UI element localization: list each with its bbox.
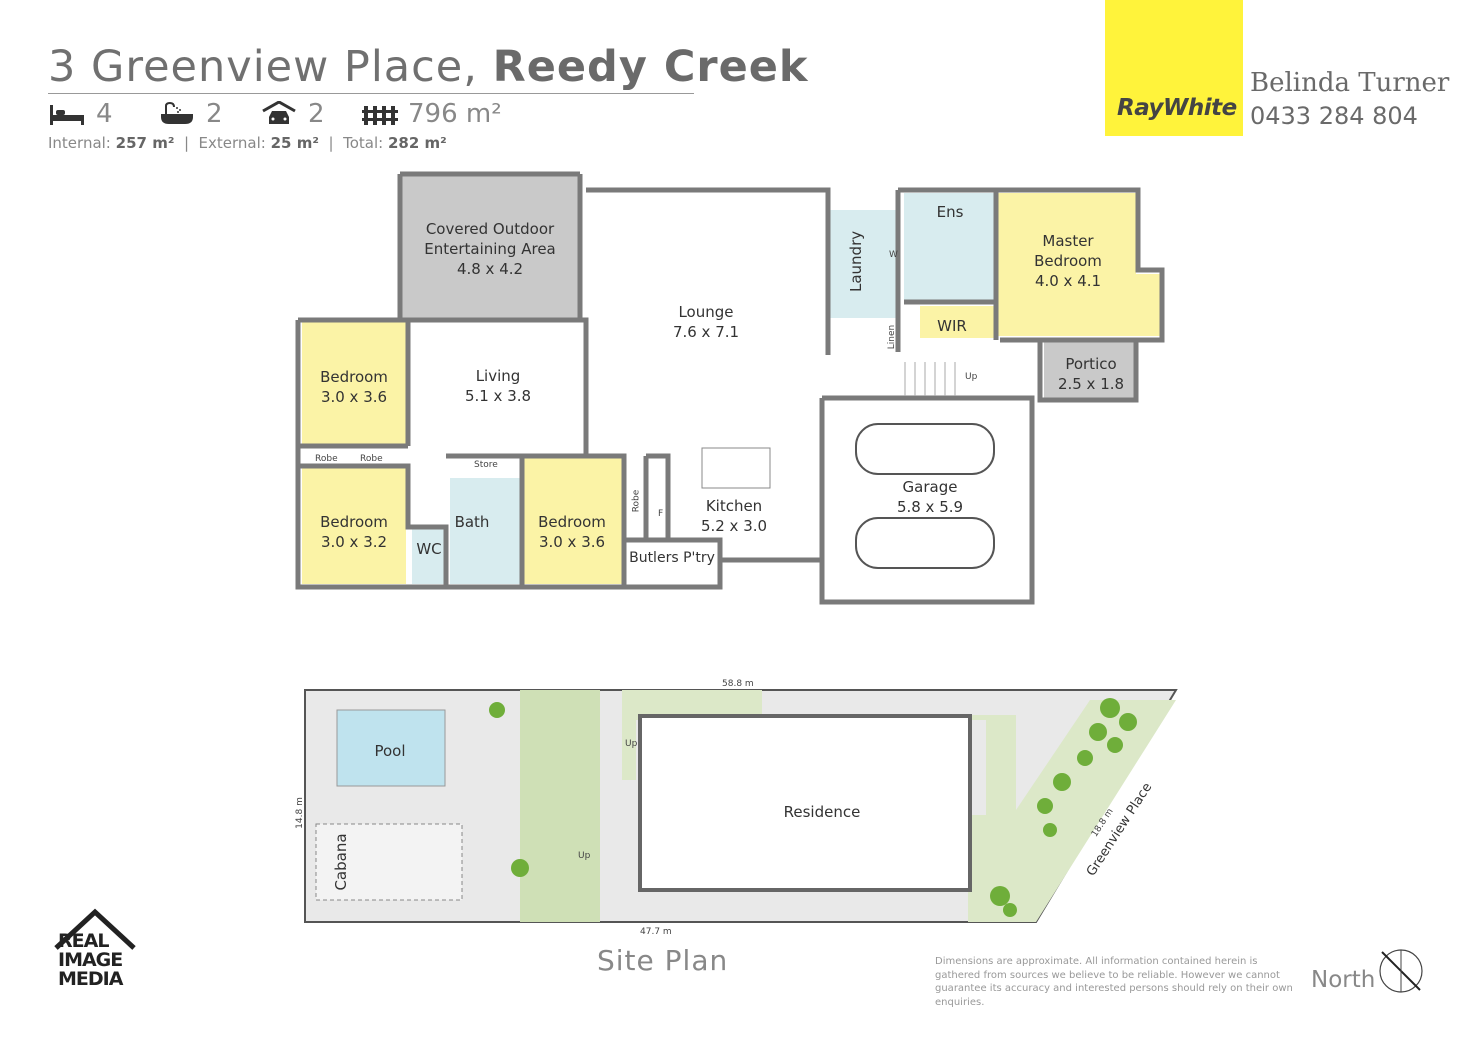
up-label: Up (578, 851, 591, 861)
store-label: Store (474, 460, 498, 470)
north-arrow-icon (1379, 949, 1423, 993)
butlers-pantry-label: Butlers P'try (629, 550, 715, 566)
dimension-bottom: 47.7 m (640, 927, 672, 937)
cabana-label: Cabana (332, 833, 350, 891)
ray-white-logo: RayWhite (1117, 95, 1237, 121)
separator: | (183, 134, 189, 152)
stairs (904, 362, 956, 396)
walls (295, 171, 1165, 605)
agent-phone: 0433 284 804 (1250, 102, 1418, 130)
site-plan-title: Site Plan (597, 944, 729, 977)
dimension-top: 58.8 m (722, 679, 754, 689)
up-label: Up (625, 739, 638, 749)
stairs-up-label: Up (965, 372, 978, 382)
pool-shape (336, 709, 446, 787)
address-suburb: Reedy Creek (492, 42, 809, 92)
robe-label: Robe (360, 454, 383, 464)
washer-label: W (889, 250, 898, 260)
land-size: 796 m² (408, 99, 502, 129)
garage-icon (262, 101, 296, 124)
bedrooms-stat: 4 (48, 98, 113, 130)
fridge-label: F (658, 509, 664, 519)
lawn (520, 690, 600, 922)
address-street: 3 Greenview Place, (48, 42, 478, 92)
north-label: North (1311, 967, 1376, 993)
property-address: 3 Greenview Place, Reedy Creek (48, 42, 809, 92)
bedrooms-count: 4 (96, 99, 113, 129)
logo-line3: MEDIA (58, 968, 123, 990)
external-area: 25 m² (270, 134, 319, 152)
pool-label: Pool (374, 742, 406, 760)
logo-line2: IMAGE (58, 949, 123, 971)
bath-icon (161, 101, 193, 124)
residence-shape (638, 714, 972, 892)
residence-label: Residence (783, 803, 861, 821)
car-icons (855, 423, 995, 569)
ensuite-label: Ens (936, 203, 964, 221)
cabana-shape (315, 823, 463, 901)
disclaimer: Dimensions are approximate. All informat… (935, 956, 1293, 1008)
external-label: External: (198, 134, 266, 152)
logo-line1: REAL (58, 930, 109, 952)
wir-label: WIR (937, 317, 967, 335)
kitchen-island (701, 447, 771, 489)
internal-area: 257 m² (115, 134, 175, 152)
title-divider (48, 93, 694, 94)
garden (622, 690, 1176, 922)
house-outline-icon (54, 908, 136, 950)
land-size-stat: 796 m² (362, 98, 502, 130)
total-label: Total: (343, 134, 384, 152)
bath-label: Bath (454, 513, 490, 531)
shrubs (489, 698, 1137, 917)
internal-label: Internal: (48, 134, 111, 152)
dimension-left: 14.8 m (294, 797, 305, 829)
bed-icon (50, 105, 84, 125)
robe-label: Robe (315, 454, 338, 464)
ray-white-logo-box (1105, 0, 1243, 136)
bathrooms-stat: 2 (158, 98, 223, 130)
area-summary: Internal: 257 m² | External: 25 m² | Tot… (48, 134, 447, 152)
fence-icon (362, 106, 398, 125)
wc-label: WC (416, 540, 442, 558)
car-spaces-stat: 2 (260, 98, 325, 130)
separator: | (328, 134, 334, 152)
agent-name: Belinda Turner (1250, 68, 1450, 98)
bathrooms-count: 2 (206, 99, 223, 129)
room-fills (302, 174, 1160, 584)
total-area: 282 m² (387, 134, 447, 152)
car-spaces-count: 2 (308, 99, 325, 129)
